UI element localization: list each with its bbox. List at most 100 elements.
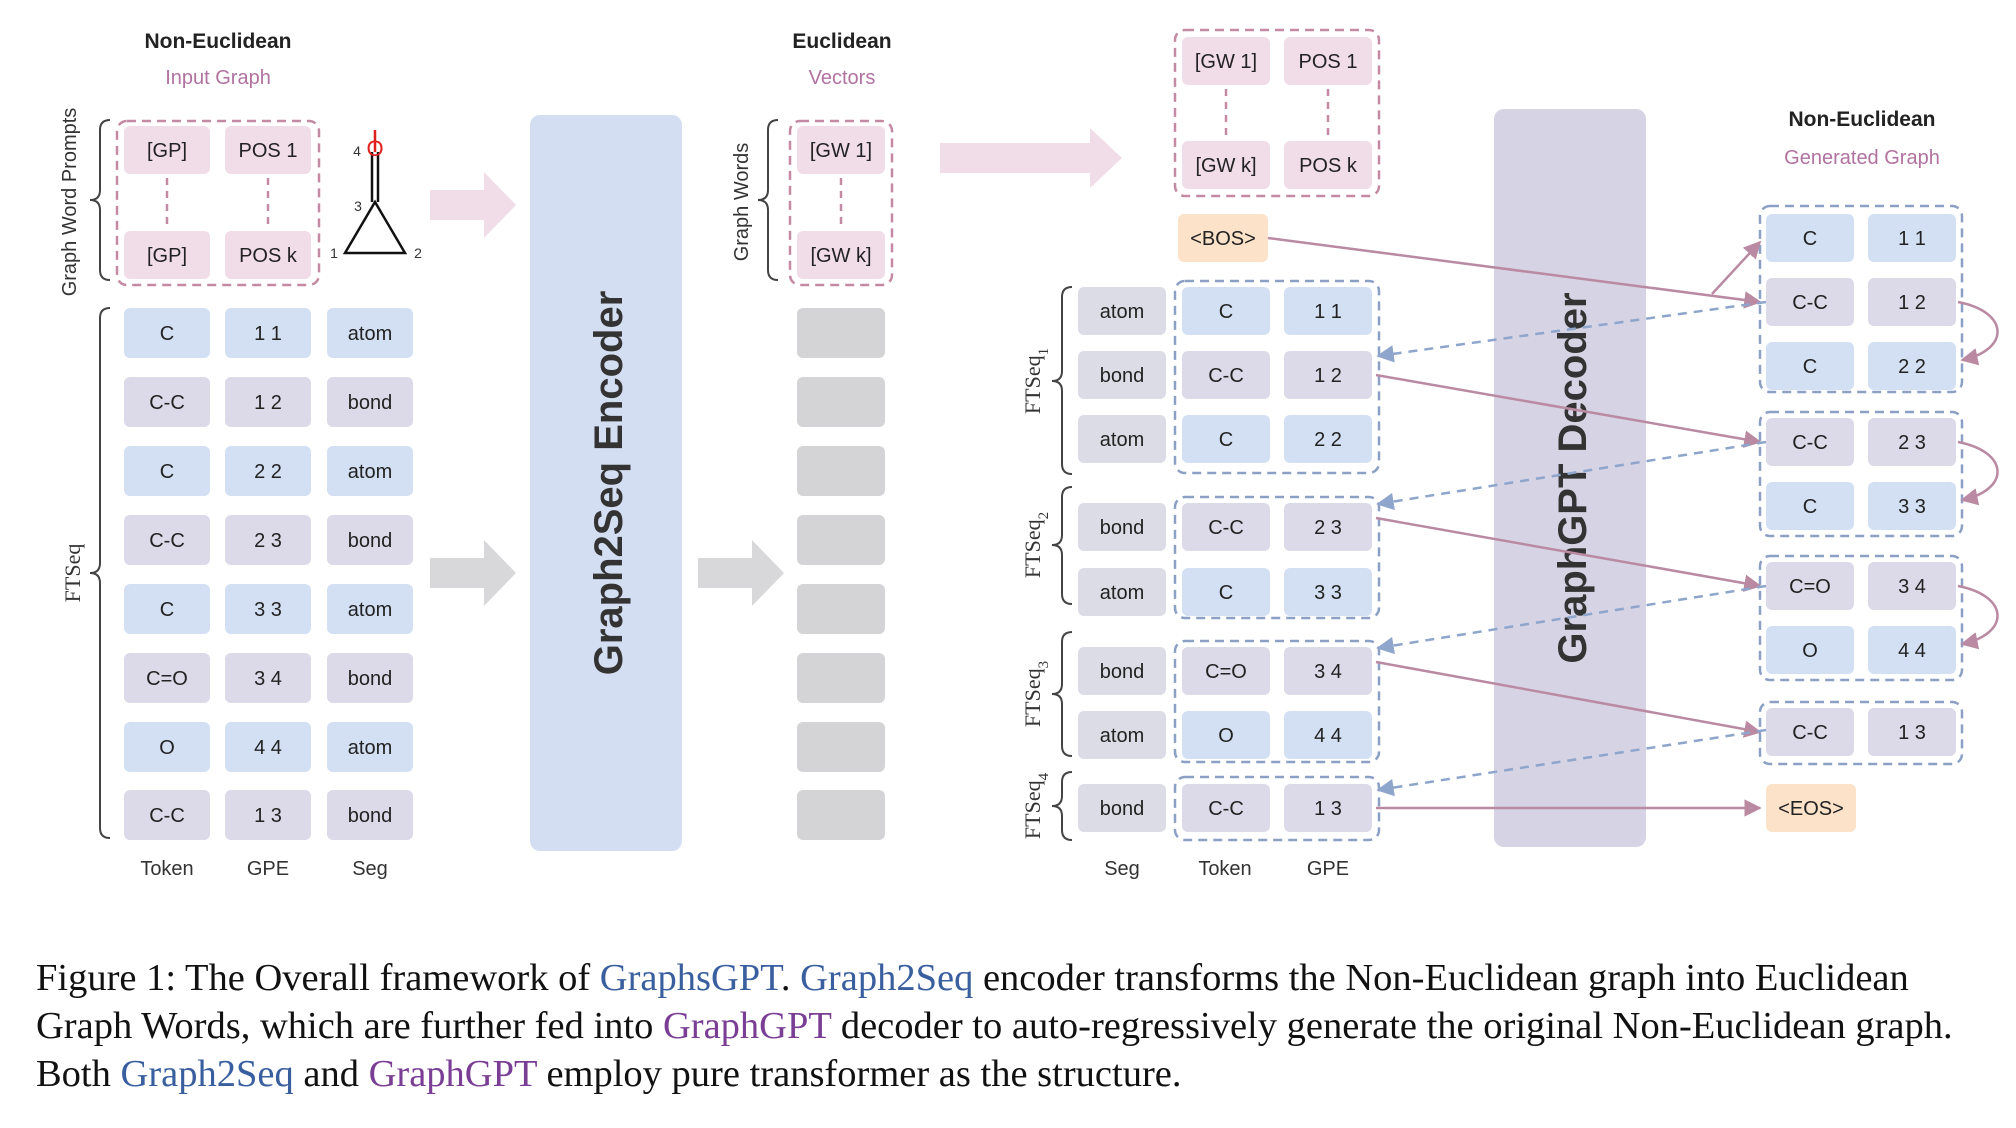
prompt-position: POS 1 xyxy=(239,140,298,162)
ftseq-group-box xyxy=(1173,639,1381,764)
caption-segment: Both xyxy=(36,1053,121,1095)
generated-token-cell-text: C xyxy=(1803,356,1817,378)
prompt-token: [GP] xyxy=(147,140,187,162)
seg-cell: bond xyxy=(327,377,413,427)
seg-cell-text: atom xyxy=(348,323,392,345)
decoder-word-last: [GW k] xyxy=(1195,155,1256,177)
caption-segment: decoder to auto-regressively generate th… xyxy=(831,1005,1953,1047)
token-cell-text: C=O xyxy=(146,668,188,690)
framework-diagram: Non-Euclidean Input Graph Graph Word Pro… xyxy=(59,28,1999,880)
graph-words-group xyxy=(788,119,894,287)
ftseq-brace xyxy=(1051,286,1073,475)
prompt-to-encoder-arrow xyxy=(430,172,516,238)
ftseq-brace xyxy=(89,307,111,839)
generated-gpe-cell: 2 3 xyxy=(1868,418,1956,466)
prompts-brace xyxy=(89,119,111,281)
column-label-gpe: GPE xyxy=(247,858,289,880)
caption-segment: Graph Words, which are further fed into xyxy=(36,1005,663,1047)
prompt-group xyxy=(115,119,321,287)
seg-cell: bond xyxy=(327,790,413,840)
generated-gpe-cell-text: 2 3 xyxy=(1898,432,1926,454)
ftseq-group-name: FTSeq xyxy=(1020,780,1045,839)
token-cell-text: C xyxy=(1219,429,1233,451)
seg-cell-text: bond xyxy=(1100,365,1145,387)
bos-token xyxy=(1178,214,1268,262)
seg-cell: atom xyxy=(327,308,413,358)
generated-token-cell-text: O xyxy=(1802,640,1818,662)
gpe-cell: 4 4 xyxy=(1284,711,1372,759)
seg-cell: atom xyxy=(327,584,413,634)
token-cell: C=O xyxy=(124,653,210,703)
seg-cell-text: atom xyxy=(1100,725,1144,747)
generated-token-cell: C-C xyxy=(1766,418,1854,466)
gpe-cell-text: 4 4 xyxy=(1314,725,1342,747)
feedback-4-arrow xyxy=(1376,728,1767,797)
gpe-cell: 1 3 xyxy=(1284,784,1372,832)
token-cell: O xyxy=(1182,711,1270,759)
graph-word-vector xyxy=(797,790,885,840)
decoder-position-first: POS 1 xyxy=(1299,51,1358,73)
token-cell: C xyxy=(1182,287,1270,335)
decoder-word-cell: POS k xyxy=(1284,141,1372,189)
token-cell: C xyxy=(1182,568,1270,616)
graph-word-vector xyxy=(797,722,885,772)
ftseq-brace xyxy=(1051,631,1073,757)
token-cell-text: O xyxy=(1218,725,1234,747)
graph-word-vector xyxy=(797,515,885,565)
gpe-cell-text: 2 2 xyxy=(254,461,282,483)
gpe-cell: 1 2 xyxy=(1284,351,1372,399)
prompt-cell: POS k xyxy=(225,231,311,279)
caption-segment: . xyxy=(780,957,801,999)
generated-link-arrow xyxy=(1957,300,1999,366)
seg-cell: bond xyxy=(1078,784,1166,832)
seg-cell-text: atom xyxy=(1100,429,1144,451)
ftseq2-to-output-arrow xyxy=(1375,516,1762,592)
generated-gpe-cell: 2 2 xyxy=(1868,342,1956,390)
graph-word-vector xyxy=(797,653,885,703)
ftseq1-to-output-arrow xyxy=(1375,373,1762,448)
bos-branch-arrow xyxy=(1711,240,1762,295)
generated-token-cell-text: C-C xyxy=(1792,432,1828,454)
generated-link-arrow xyxy=(1957,440,1999,506)
token-cell-text: C xyxy=(160,461,174,483)
graph-word-vector xyxy=(797,584,885,634)
gpe-cell-text: 1 3 xyxy=(1314,798,1342,820)
graph-word-vector xyxy=(797,308,885,358)
vectors-subtitle: Vectors xyxy=(809,67,876,89)
token-cell-text: C=O xyxy=(1205,661,1247,683)
connectors xyxy=(1267,236,1767,817)
caption-segment: Graph2Seq xyxy=(120,1053,294,1095)
seg-cell-text: atom xyxy=(348,461,392,483)
bos-label: <BOS> xyxy=(1190,228,1256,250)
generated-group-box xyxy=(1758,554,1964,682)
caption-line-2: Graph Words, which are further fed into … xyxy=(36,1002,1996,1050)
oxygen-atom: O xyxy=(366,136,383,161)
decoder-label: GraphGPT Decoder xyxy=(1551,292,1595,663)
seg-cell-text: bond xyxy=(348,805,393,827)
eos-label: <EOS> xyxy=(1778,798,1844,820)
seg-cell: bond xyxy=(1078,351,1166,399)
generated-gpe-cell: 3 3 xyxy=(1868,482,1956,530)
generated-graph-title: Non-Euclidean xyxy=(1788,108,1935,131)
seg-cell: atom xyxy=(327,446,413,496)
decoder-words-group xyxy=(1173,28,1381,198)
token-cell: C=O xyxy=(1182,647,1270,695)
prompt-position: POS k xyxy=(239,245,298,267)
ftseq3-to-output-arrow xyxy=(1375,660,1762,738)
ftseq-group-box xyxy=(1173,495,1381,620)
token-cell-text: C-C xyxy=(149,392,185,414)
token-cell-text: C-C xyxy=(149,530,185,552)
gpe-cell: 2 2 xyxy=(225,446,311,496)
gpe-cell-text: 4 4 xyxy=(254,737,282,759)
caption-segment: GraphGPT xyxy=(368,1053,537,1095)
seg-cell: atom xyxy=(327,722,413,772)
caption-segment: GraphGPT xyxy=(662,1005,832,1047)
generated-gpe-cell: 3 4 xyxy=(1868,562,1956,610)
graph-word-cell: [GW 1] xyxy=(797,126,885,174)
feedback-1-arrow xyxy=(1376,300,1767,363)
decoder-word-cell: [GW 1] xyxy=(1182,37,1270,85)
token-cell: C xyxy=(124,446,210,496)
ftseq-group-name: FTSeq xyxy=(1020,355,1045,414)
caption-line-3: Both Graph2Seq and GraphGPT employ pure … xyxy=(36,1050,1996,1098)
